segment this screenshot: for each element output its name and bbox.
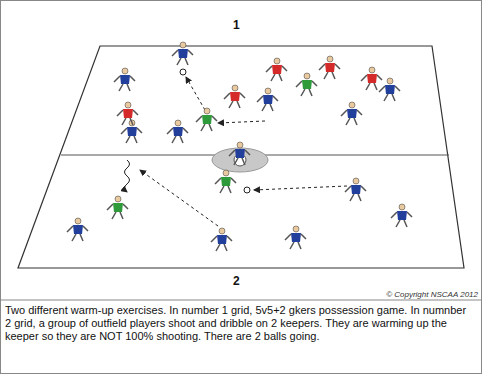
caption-divider bbox=[0, 300, 482, 301]
player-figure bbox=[117, 102, 138, 125]
player-figure bbox=[211, 228, 232, 251]
player-figure bbox=[266, 58, 287, 81]
player-figure bbox=[172, 42, 193, 65]
grid-number: 1 bbox=[233, 18, 240, 32]
copyright-note: © Copyright NSCAA 2012 bbox=[386, 290, 478, 299]
player-figure bbox=[215, 170, 236, 193]
player-figure bbox=[341, 102, 362, 125]
player-figure bbox=[67, 218, 88, 241]
grid-outline bbox=[18, 46, 464, 268]
player-figure bbox=[345, 178, 366, 201]
player-figure bbox=[114, 68, 135, 91]
player-figure bbox=[229, 142, 250, 165]
player-figure bbox=[121, 120, 142, 143]
player-figure bbox=[196, 108, 217, 131]
player-figure bbox=[379, 78, 400, 101]
player-figure bbox=[361, 67, 382, 90]
caption-text: Two different warm-up exercises. In numb… bbox=[2, 302, 478, 345]
pass-arrows bbox=[125, 77, 348, 226]
player-figure bbox=[257, 88, 278, 111]
players bbox=[67, 42, 412, 251]
player-figure bbox=[167, 120, 188, 143]
player-figure bbox=[107, 196, 128, 219]
player-figure bbox=[285, 226, 306, 249]
centre-disc bbox=[212, 148, 268, 172]
player-figure bbox=[319, 56, 340, 79]
player-figure bbox=[224, 85, 245, 108]
grid-number: 2 bbox=[233, 274, 240, 288]
player-figure bbox=[296, 73, 317, 96]
player-figure bbox=[391, 204, 412, 227]
balls bbox=[180, 69, 250, 193]
